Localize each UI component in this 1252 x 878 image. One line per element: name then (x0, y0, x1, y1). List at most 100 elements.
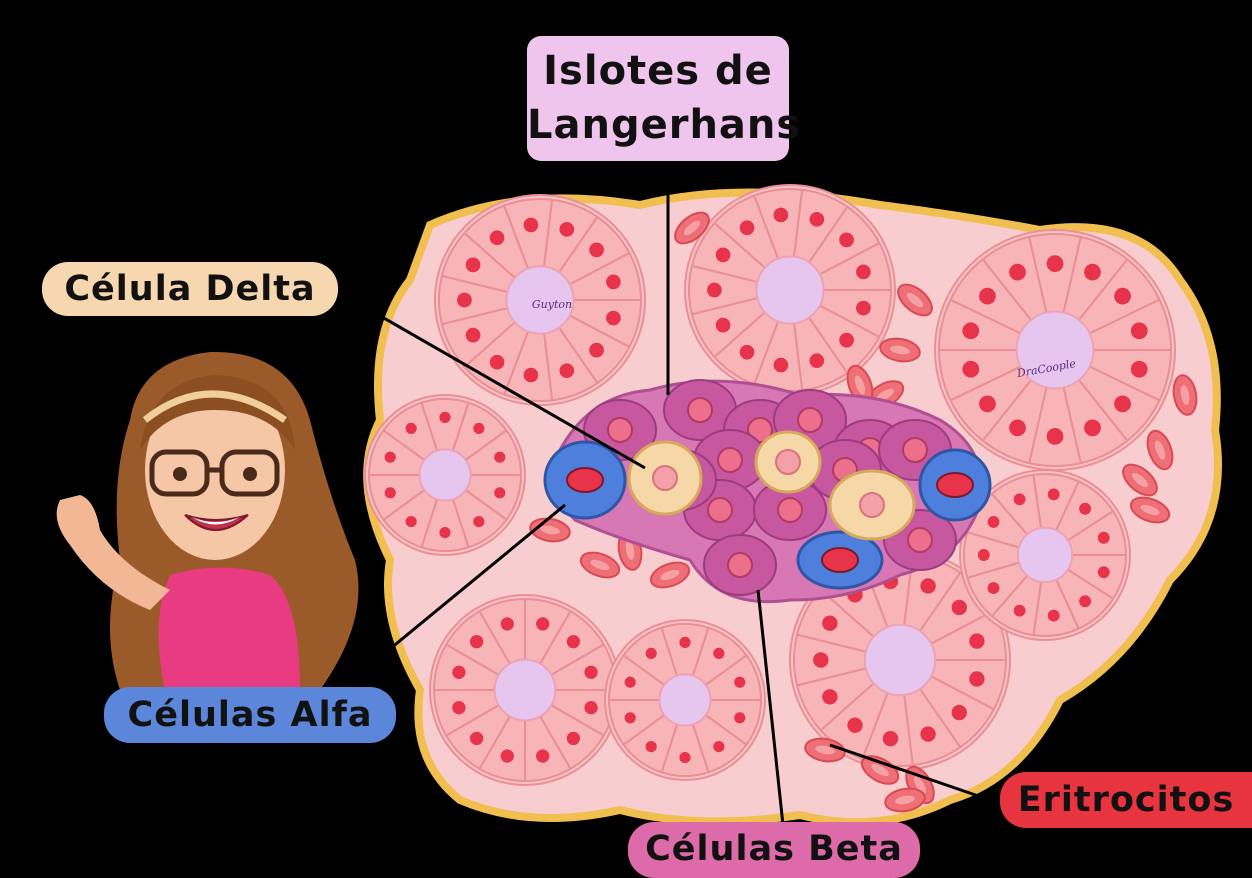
acinar-nucleus (952, 705, 967, 720)
acinar-nucleus (1098, 566, 1110, 578)
avatar-eye-left (173, 467, 187, 481)
acinar-nucleus (473, 516, 484, 527)
delta-nucleus (653, 466, 677, 490)
islotes-label-line1: Islotes de (527, 44, 789, 98)
acinar-nucleus (536, 617, 549, 630)
acinar-nucleus (567, 732, 580, 745)
teacher-avatar (57, 352, 359, 690)
acinar-nucleus (494, 452, 505, 463)
acinar-nucleus (1079, 595, 1091, 607)
acinar-nucleus (1084, 419, 1101, 436)
acinar-nucleus (1114, 395, 1131, 412)
acinar-nucleus (978, 549, 990, 561)
islotes-de-langerhans-label: Islotes de Langerhans (527, 36, 789, 161)
acinar-nucleus (470, 635, 483, 648)
acinar-nucleus (385, 452, 396, 463)
acinar-nucleus (589, 343, 604, 358)
acinar-nucleus (470, 732, 483, 745)
acinar-nucleus (969, 633, 984, 648)
acinar-nucleus (1114, 288, 1131, 305)
acinar-nucleus (1009, 419, 1026, 436)
acinar-nucleus (920, 726, 935, 741)
acinar-nucleus (559, 222, 574, 237)
acinar-nucleus (679, 752, 690, 763)
eritrocitos-label: Eritrocitos (1000, 772, 1252, 828)
acinus-lumen (756, 256, 823, 323)
acinar-nucleus (988, 516, 1000, 528)
acinar-nucleus (1047, 428, 1064, 445)
alpha-nucleus (822, 548, 858, 572)
acinar-nucleus (856, 301, 871, 316)
acinar-nucleus (584, 666, 597, 679)
acinar-nucleus (466, 258, 481, 273)
acinar-nucleus (559, 363, 574, 378)
acinar-nucleus (713, 741, 724, 752)
islotes-label-line2: Langerhans (527, 98, 789, 152)
acinar-nucleus (809, 353, 824, 368)
acinar-nucleus (979, 395, 996, 412)
acinar-nucleus (813, 652, 828, 667)
acinar-nucleus (473, 423, 484, 434)
acinar-nucleus (839, 233, 854, 248)
beta-nucleus (718, 448, 742, 472)
acinus (605, 620, 765, 780)
acinar-nucleus (883, 731, 898, 746)
acinar-nucleus (646, 648, 657, 659)
acinar-nucleus (439, 412, 450, 423)
acinar-nucleus (589, 243, 604, 258)
acinar-nucleus (606, 311, 621, 326)
acinar-nucleus (734, 712, 745, 723)
acinar-nucleus (952, 600, 967, 615)
acinar-nucleus (536, 749, 549, 762)
acinus-lumen (495, 660, 556, 721)
acinar-nucleus (822, 615, 837, 630)
acinar-nucleus (713, 648, 724, 659)
acinar-nucleus (774, 208, 789, 223)
acinar-nucleus (716, 248, 731, 263)
acinar-nucleus (988, 582, 1000, 594)
acinar-nucleus (457, 293, 472, 308)
acinar-nucleus (1084, 264, 1101, 281)
acinus (430, 595, 620, 785)
acinus-lumen (865, 625, 935, 695)
acinar-nucleus (625, 677, 636, 688)
alpha-nucleus (937, 473, 973, 497)
acinar-nucleus (452, 666, 465, 679)
beta-nucleus (908, 528, 932, 552)
acinar-nucleus (1048, 488, 1060, 500)
beta-nucleus (798, 408, 822, 432)
acinar-nucleus (734, 677, 745, 688)
acinar-nucleus (567, 635, 580, 648)
acinar-nucleus (1009, 264, 1026, 281)
beta-nucleus (708, 498, 732, 522)
acinar-nucleus (847, 717, 862, 732)
celula-delta-label: Célula Delta (42, 262, 338, 316)
acinar-nucleus (494, 487, 505, 498)
acinar-nucleus (1047, 255, 1064, 272)
avatar-body (159, 568, 300, 691)
acinus (685, 185, 895, 395)
acinar-nucleus (1131, 361, 1148, 378)
avatar-eye-right (243, 467, 257, 481)
delta-nucleus (860, 493, 884, 517)
acinar-nucleus (646, 741, 657, 752)
acinar-nucleus (979, 288, 996, 305)
acinar-nucleus (1014, 493, 1026, 505)
delta-nucleus (776, 450, 800, 474)
beta-nucleus (728, 553, 752, 577)
beta-nucleus (778, 498, 802, 522)
acinus-lumen (419, 449, 470, 500)
acinar-nucleus (962, 322, 979, 339)
acinar-nucleus (716, 318, 731, 333)
acinar-nucleus (439, 527, 450, 538)
acinar-nucleus (679, 637, 690, 648)
acinar-nucleus (856, 265, 871, 280)
acinar-nucleus (524, 368, 539, 383)
acinar-nucleus (1014, 605, 1026, 617)
acinar-nucleus (452, 701, 465, 714)
acinar-nucleus (406, 423, 417, 434)
acinar-nucleus (385, 487, 396, 498)
acinar-nucleus (490, 355, 505, 370)
beta-nucleus (688, 398, 712, 422)
acinar-nucleus (740, 220, 755, 235)
